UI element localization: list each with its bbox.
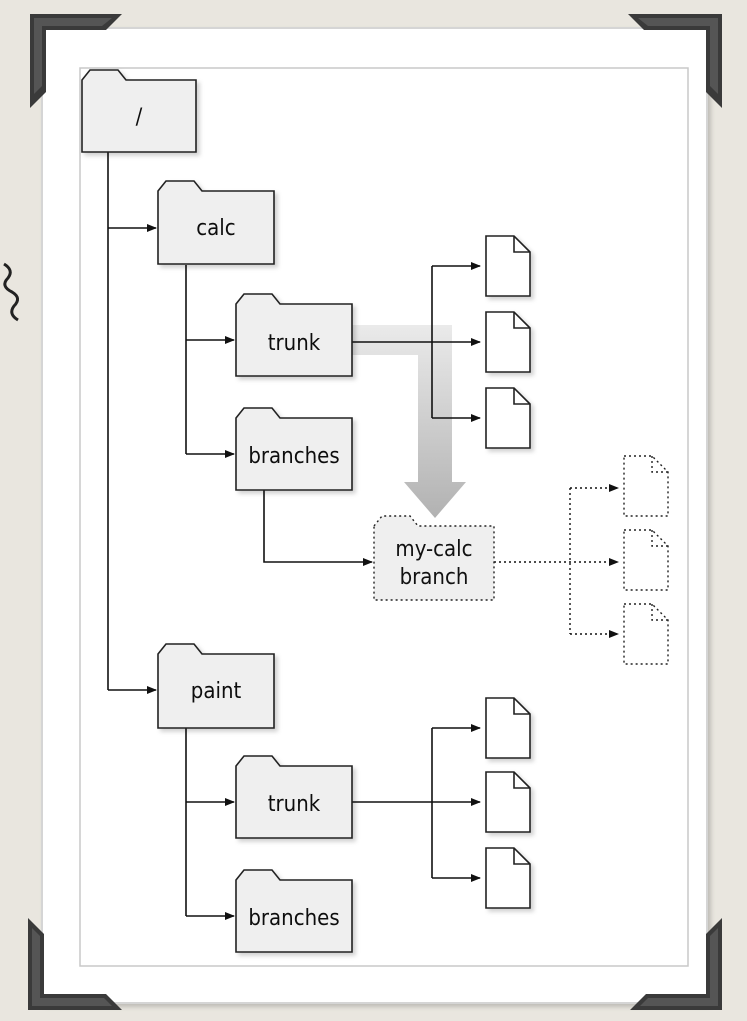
photo-corner-icon (30, 14, 122, 108)
photo-corner-icon (628, 14, 722, 108)
folder-calc-branches: branches (235, 407, 353, 491)
paint-trunk-files (485, 697, 531, 909)
document-icon (623, 603, 669, 665)
folder-label-root: / (136, 105, 143, 130)
folder-label-branch: branch (400, 565, 469, 590)
document-icon (485, 387, 531, 449)
folder-icon (235, 293, 353, 377)
folder-icon (235, 869, 353, 953)
folder-paint: paint (157, 643, 275, 729)
document-icon (485, 697, 531, 759)
folder-icon (373, 515, 495, 601)
document-icon (623, 529, 669, 591)
document-icon (485, 771, 531, 833)
folder-label-calc: calc (196, 216, 235, 241)
tree-connectors (107, 152, 481, 920)
folder-calc-trunk: trunk (235, 293, 353, 377)
folder-root: / (81, 69, 197, 153)
document-icon (485, 235, 531, 297)
decorative-scribble (3, 262, 19, 322)
folder-label-paint-branches: branches (248, 906, 339, 931)
folder-my-calc-branch: my-calc branch (373, 515, 495, 601)
copy-arrow-icon (352, 325, 466, 518)
folder-icon (81, 69, 197, 153)
folder-label-paint-trunk: trunk (268, 792, 321, 817)
document-icon (623, 455, 669, 517)
folder-icon (235, 407, 353, 491)
folder-paint-trunk: trunk (235, 755, 353, 839)
photo-corner-icon (630, 918, 722, 1010)
folder-paint-branches: branches (235, 869, 353, 953)
folder-calc: calc (157, 180, 275, 265)
branch-files (623, 455, 669, 665)
folder-label-calc-branches: branches (248, 444, 339, 469)
photo-corner-icon (28, 918, 122, 1010)
folder-label-calc-trunk: trunk (268, 331, 321, 356)
branch-copy-connectors (494, 484, 619, 638)
folder-icon (157, 643, 275, 729)
folder-icon (157, 180, 275, 265)
folder-label-paint: paint (191, 679, 242, 704)
folder-icon (235, 755, 353, 839)
document-icon (485, 311, 531, 373)
document-icon (485, 847, 531, 909)
calc-trunk-files (485, 235, 531, 449)
folder-label-my-calc: my-calc (395, 537, 472, 562)
